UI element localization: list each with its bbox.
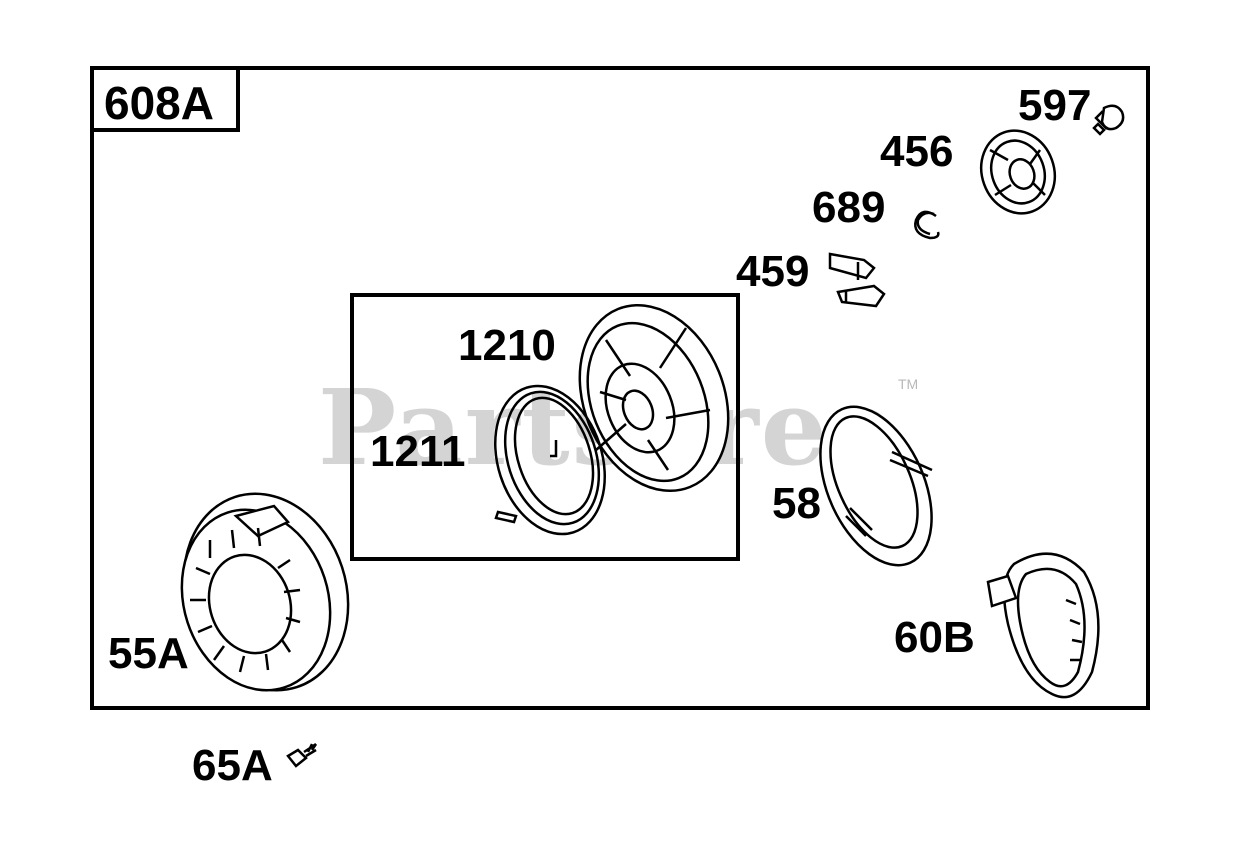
part-label-1211: 1211 [370, 427, 466, 476]
group-tag-box [92, 68, 240, 132]
part-label-65a: 65A [192, 741, 273, 790]
part-label-597: 597 [1018, 81, 1092, 130]
outer-frame [90, 66, 1150, 710]
recoil-spring-icon [494, 384, 606, 536]
bolt-icon [1092, 104, 1125, 136]
pulley-icon [578, 303, 730, 493]
group-label: 608A [104, 77, 214, 129]
part-label-689: 689 [812, 183, 886, 232]
rope-guide-icon [819, 405, 933, 567]
handle-icon [986, 552, 1100, 699]
pawl-plate-icon [979, 129, 1057, 215]
part-label-55a: 55A [108, 629, 189, 678]
part-label-1210: 1210 [458, 321, 556, 370]
part-label-58: 58 [772, 479, 821, 528]
screw-icon [286, 742, 318, 768]
trademark-mark: TM [898, 376, 919, 392]
housing-icon [180, 492, 350, 692]
retainer-ring-icon [914, 210, 940, 240]
part-label-456: 456 [880, 127, 954, 176]
pawl-icon [828, 252, 886, 308]
subassembly-frame [350, 293, 740, 561]
part-label-459: 459 [736, 247, 810, 296]
part-label-60b: 60B [894, 613, 975, 662]
